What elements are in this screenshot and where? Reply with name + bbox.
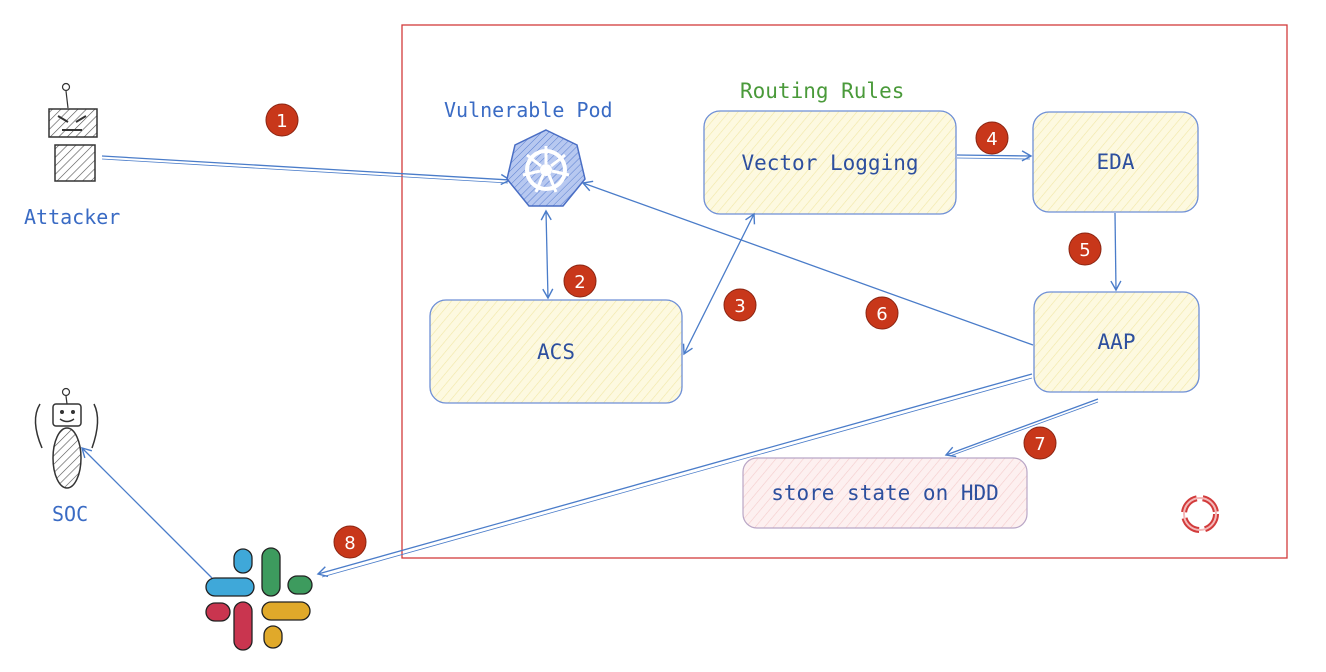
- vector-logging-box[interactable]: [703, 110, 957, 215]
- acs-label: ACS: [537, 339, 575, 364]
- arrow-attacker-to-pod: [101, 155, 512, 186]
- soc-robot-icon: [34, 387, 99, 489]
- svg-text:6: 6: [876, 304, 887, 325]
- aap-box[interactable]: [1033, 291, 1200, 393]
- svg-text:3: 3: [734, 296, 745, 317]
- arrow-aap-to-slack: [316, 373, 1033, 578]
- step-badge-7: 7: [1023, 426, 1057, 460]
- step-badge-4: 4: [975, 121, 1009, 155]
- arrow-pod-to-acs: [540, 209, 554, 300]
- store-state-label: store state on HDD: [771, 481, 999, 505]
- svg-text:1: 1: [276, 111, 287, 132]
- kubernetes-icon[interactable]: [506, 129, 586, 207]
- svg-text:7: 7: [1034, 434, 1045, 455]
- arrow-vector-logging-to-eda-second-stroke: [956, 157, 1031, 160]
- openshift-cluster-frame: [401, 24, 1288, 559]
- svg-text:5: 5: [1079, 240, 1090, 261]
- step-badge-3: 3: [723, 288, 757, 322]
- arrow-eda-to-aap: [1110, 212, 1122, 292]
- openshift-icon: [1181, 495, 1219, 533]
- arrow-attacker-to-pod-second-stroke: [101, 158, 509, 184]
- arrow-aap-to-pod: [581, 180, 1034, 346]
- arrow-aap-to-store-state-second-stroke: [949, 401, 1099, 457]
- step-badge-8: 8: [333, 525, 367, 559]
- acs-box[interactable]: [429, 299, 683, 404]
- step-badge-5: 5: [1068, 232, 1102, 266]
- eda-box[interactable]: [1032, 111, 1199, 213]
- eda-label: EDA: [1096, 150, 1135, 174]
- slack-icon[interactable]: [205, 547, 313, 651]
- step-badge-6: 6: [865, 296, 899, 330]
- soc-label: SOC: [52, 502, 89, 526]
- arrow-aap-to-store-state: [944, 398, 1099, 458]
- aap-label: AAP: [1097, 330, 1136, 354]
- step-badge-2: 2: [563, 264, 597, 298]
- attacker-robot-icon: [48, 82, 98, 182]
- vector-logging-label: Vector Logging: [741, 150, 919, 175]
- routing-rules-label: Routing Rules: [740, 79, 905, 103]
- arrow-acs-to-vector-logging: [682, 212, 756, 356]
- vulnerable-pod-label: Vulnerable Pod: [444, 98, 613, 122]
- arrow-aap-to-slack-second-stroke: [321, 377, 1033, 578]
- attacker-label: Attacker: [24, 205, 121, 229]
- arrow-slack-to-soc: [80, 446, 213, 579]
- svg-text:4: 4: [986, 129, 997, 150]
- arrow-vector-logging-to-eda: [956, 150, 1033, 162]
- svg-text:2: 2: [574, 272, 585, 293]
- step-badges: 1 2 3 4 5 6 7 8: [265, 103, 1102, 559]
- store-state-box[interactable]: [742, 457, 1028, 529]
- step-badge-1: 1: [265, 103, 299, 137]
- svg-text:8: 8: [344, 533, 355, 554]
